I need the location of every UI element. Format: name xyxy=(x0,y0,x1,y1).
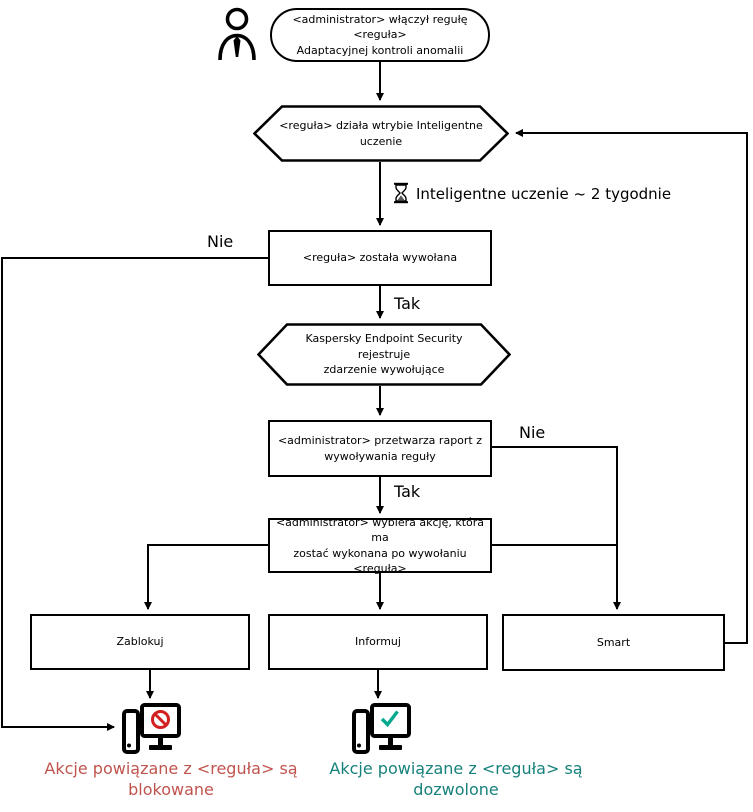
block-node: Zablokuj xyxy=(30,614,250,670)
report-line2: wywoływania reguły xyxy=(324,449,436,463)
inform-node: Informuj xyxy=(268,614,488,670)
caption-blocked-line2: blokowane xyxy=(128,779,214,799)
caption-allowed: Akcje powiązane z <reguła> są dozwolone xyxy=(306,759,606,801)
smart-mode-label: <reguła> działa wtrybie Inteligentne ucz… xyxy=(279,119,483,148)
smart-mode-node: <reguła> działa wtrybie Inteligentne ucz… xyxy=(253,105,509,162)
edge-label-nie-1: Nie xyxy=(207,232,234,251)
choose-action-line2: zostać wykonana po wywołaniu <reguła> xyxy=(293,546,467,575)
event-registered-line1: Kaspersky Endpoint Security rejestruje xyxy=(305,332,463,361)
start-node-line1: <administrator> włączył regułę <reguła> xyxy=(292,12,468,42)
caption-allowed-line1: Akcje powiązane z <reguła> są xyxy=(329,759,583,778)
smart-node: Smart xyxy=(502,614,725,671)
edge-label-nie-2: Nie xyxy=(519,423,546,442)
caption-blocked-line1: Akcje powiązane z <reguła> są xyxy=(44,759,298,778)
inform-label: Informuj xyxy=(355,635,401,649)
start-node: <administrator> włączył regułę <reguła> … xyxy=(270,8,490,62)
report-node: <administrator> przetwarza raport z wywo… xyxy=(268,420,492,477)
event-registered-line2: zdarzenie wywołujące xyxy=(323,363,445,377)
caption-blocked: Akcje powiązane z <reguła> są blokowane xyxy=(21,759,321,801)
wait-label: Inteligentne uczenie ~ 2 tygodnie xyxy=(416,185,672,203)
event-registered-label: Kaspersky Endpoint Security rejestruje z… xyxy=(257,331,511,377)
block-label: Zablokuj xyxy=(116,635,164,649)
rule-triggered-node: <reguła> została wywołana xyxy=(268,230,492,286)
choose-action-line1: <administrator> wybiera akcję, która ma xyxy=(275,515,485,545)
caption-allowed-line2: dozwolone xyxy=(413,779,499,799)
computer-blocked-icon xyxy=(120,702,182,756)
person-icon xyxy=(216,6,258,62)
event-registered-node: Kaspersky Endpoint Security rejestruje z… xyxy=(257,323,511,386)
computer-allowed-icon xyxy=(350,702,412,756)
hourglass-icon xyxy=(393,182,409,204)
rule-triggered-label: <reguła> została wywołana xyxy=(302,251,458,265)
edge-label-tak-2: Tak xyxy=(394,482,421,501)
smart-label: Smart xyxy=(596,635,631,649)
check-sign xyxy=(380,710,399,728)
edge-label-tak-1: Tak xyxy=(394,294,421,313)
choose-action-node: <administrator> wybiera akcję, która ma … xyxy=(268,515,492,575)
prohibit-sign xyxy=(151,710,170,729)
start-node-line2: Adaptacyjnej kontroli anomalii xyxy=(296,43,464,57)
report-line1: <administrator> przetwarza raport z xyxy=(277,434,483,448)
